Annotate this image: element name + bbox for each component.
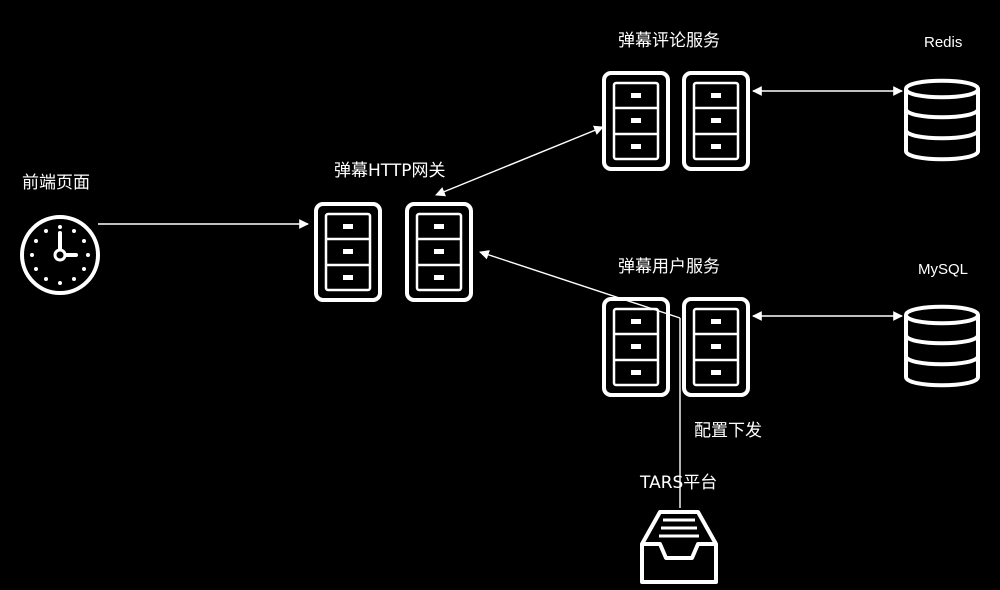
tars-label: TARS平台 (639, 473, 717, 493)
comment-service-server-1-icon (602, 71, 670, 171)
redis-database-icon (904, 78, 980, 162)
clock-icon (20, 215, 100, 295)
gateway-to-user-service-line (479, 250, 681, 319)
frontend-label: 前端页面 (22, 173, 90, 193)
mysql-label: MySQL (918, 261, 968, 278)
config-push-label: 配置下发 (694, 421, 762, 441)
gateway-server-1-icon (314, 202, 382, 302)
gateway-server-2-icon (405, 202, 473, 302)
inbox-tray-icon (640, 510, 718, 584)
user-service-label: 弹幕用户服务 (618, 257, 720, 277)
user-service-server-2-icon (682, 297, 750, 397)
gateway-to-comment-service-line (435, 125, 604, 197)
redis-label: Redis (924, 34, 962, 51)
user-service-server-1-icon (602, 297, 670, 397)
comment-service-label: 弹幕评论服务 (618, 31, 720, 51)
comment-service-server-2-icon (682, 71, 750, 171)
mysql-database-icon (904, 304, 980, 388)
gateway-label: 弹幕HTTP网关 (334, 161, 446, 181)
